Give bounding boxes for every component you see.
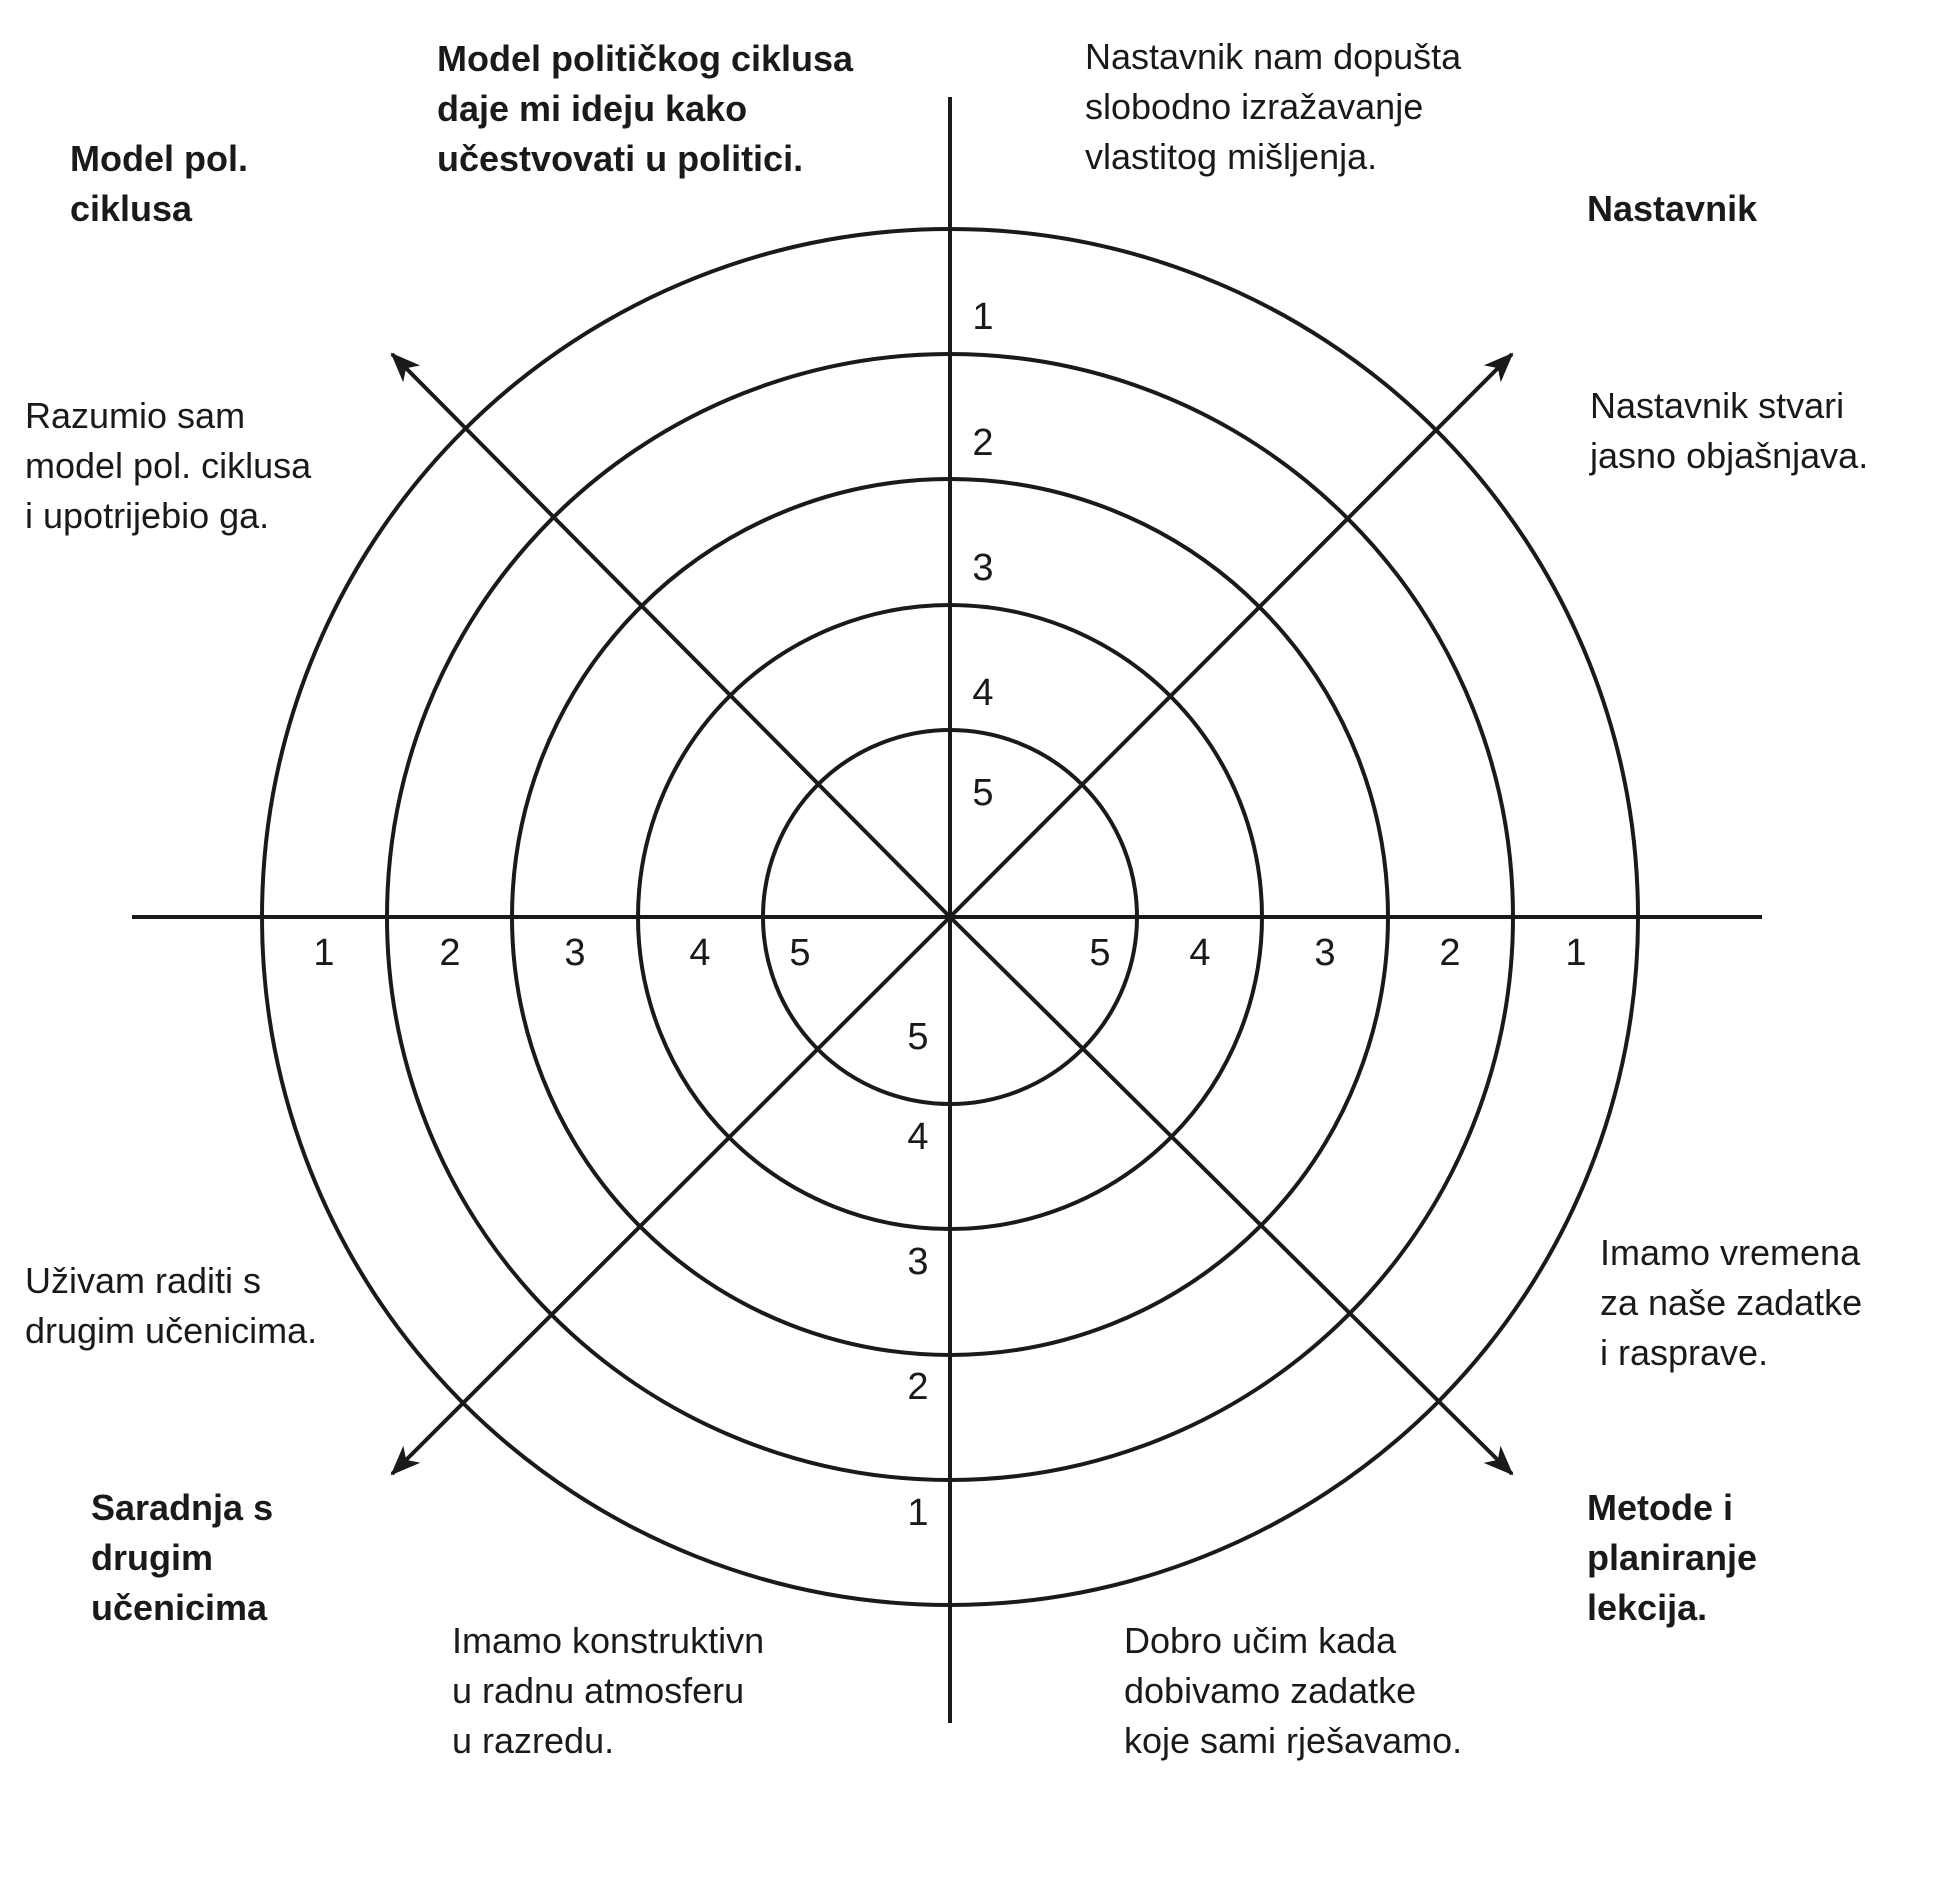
category-top-left: Model pol. ciklusa bbox=[70, 138, 248, 229]
scale-number-right-1: 1 bbox=[1565, 932, 1586, 974]
statement-bottom-right: Dobro učim kada dobivamo zadatke koje sa… bbox=[1124, 1620, 1463, 1761]
scale-number-up-3: 3 bbox=[972, 547, 993, 589]
scale-number-up-4: 4 bbox=[972, 672, 993, 714]
diagonal-arrow-bottom-right bbox=[948, 915, 1514, 1476]
scale-number-right-5: 5 bbox=[1089, 932, 1110, 974]
scale-numbers: 1 1 1 1 2 2 2 2 3 3 3 3 4 4 4 4 5 5 5 5 bbox=[313, 296, 1586, 1534]
scale-number-down-2: 2 bbox=[907, 1366, 928, 1408]
scale-number-down-4: 4 bbox=[907, 1116, 928, 1158]
scale-number-left-4: 4 bbox=[689, 932, 710, 974]
scale-number-left-2: 2 bbox=[439, 932, 460, 974]
scale-number-up-2: 2 bbox=[972, 422, 993, 464]
diagonal-arrow-bottom-left bbox=[390, 915, 952, 1476]
statement-lower-right: Imamo vremena za naše zadatke i rasprave… bbox=[1600, 1232, 1863, 1373]
category-top-right: Nastavnik bbox=[1587, 188, 1758, 229]
diagonal-arrow-top-left bbox=[390, 352, 952, 919]
statement-top-bold: Model političkog ciklusa daje mi ideju k… bbox=[437, 38, 854, 179]
scale-number-right-2: 2 bbox=[1439, 932, 1460, 974]
statement-upper-left: Razumio sam model pol. ciklusa i upotrij… bbox=[25, 395, 312, 536]
category-bottom-left: Saradnja s drugim učenicima bbox=[91, 1487, 274, 1628]
scale-number-up-5: 5 bbox=[972, 772, 993, 814]
scale-number-up-1: 1 bbox=[972, 296, 993, 338]
scale-number-left-5: 5 bbox=[789, 932, 810, 974]
scale-number-left-1: 1 bbox=[313, 932, 334, 974]
scale-number-right-3: 3 bbox=[1314, 932, 1335, 974]
scale-number-down-1: 1 bbox=[907, 1492, 928, 1534]
scale-number-right-4: 4 bbox=[1189, 932, 1210, 974]
statement-upper-right: Nastavnik stvari jasno objašnjava. bbox=[1590, 385, 1869, 476]
statement-top-right: Nastavnik nam dopušta slobodno izražavan… bbox=[1085, 36, 1462, 177]
scale-number-down-3: 3 bbox=[907, 1241, 928, 1283]
scale-number-down-5: 5 bbox=[907, 1016, 928, 1058]
statement-bottom-left: Imamo konstruktivn u radnu atmosferu u r… bbox=[452, 1620, 765, 1761]
scale-number-left-3: 3 bbox=[564, 932, 585, 974]
statement-lower-left: Uživam raditi s drugim učenicima. bbox=[25, 1260, 318, 1351]
diagonal-arrow-top-right bbox=[948, 352, 1514, 919]
category-bottom-right: Metode i planiranje lekcija. bbox=[1587, 1487, 1758, 1628]
